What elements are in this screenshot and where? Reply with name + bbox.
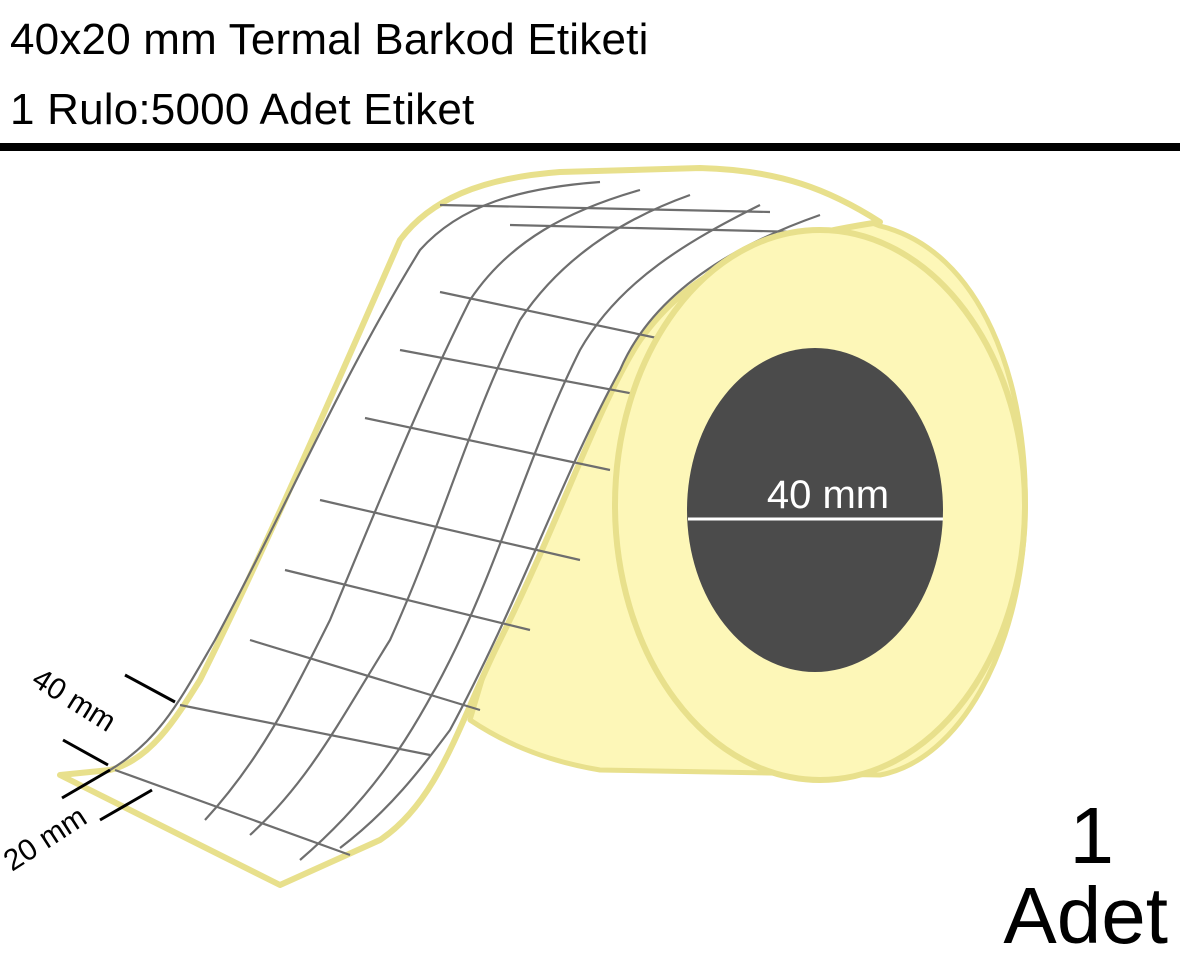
width-dimension-label: 40 mm xyxy=(26,662,121,739)
height-dimension-label: 20 mm xyxy=(0,800,93,878)
quantity-number: 1 xyxy=(1069,791,1115,880)
label-strip xyxy=(57,165,883,888)
quantity-unit: Adet xyxy=(1003,871,1168,960)
height-tick-right xyxy=(99,788,153,822)
header-divider xyxy=(0,143,1180,151)
width-tick-bottom xyxy=(62,738,109,767)
height-tick-left xyxy=(61,768,111,800)
product-title: 40x20 mm Termal Barkod Etiketi xyxy=(10,15,649,64)
product-subtitle: 1 Rulo:5000 Adet Etiket xyxy=(10,85,475,134)
label-grid xyxy=(109,180,821,861)
roll-core: 40 mm xyxy=(687,348,943,672)
core-diameter-label: 40 mm xyxy=(767,473,889,517)
dimension-markers xyxy=(61,673,176,822)
width-tick-top xyxy=(124,673,176,704)
